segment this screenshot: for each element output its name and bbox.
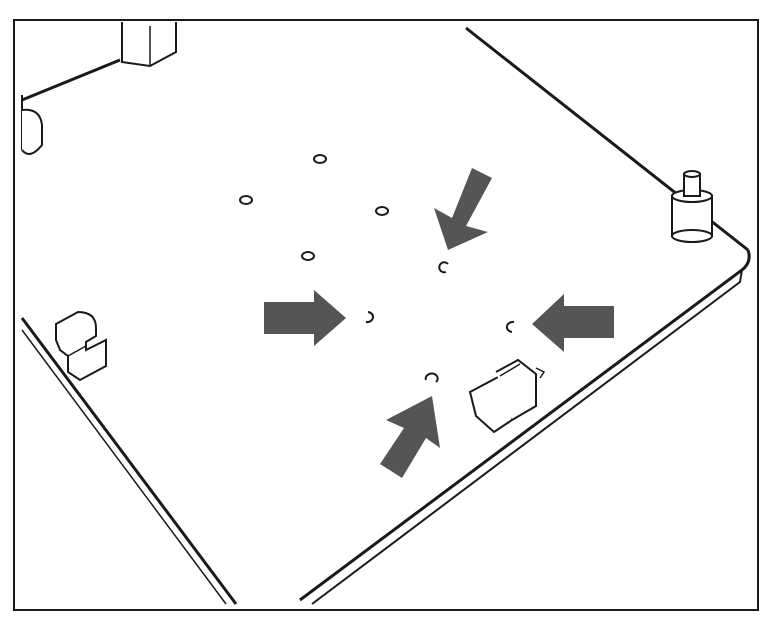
arrow-icon <box>532 294 614 352</box>
mounting-hole <box>375 206 389 216</box>
target-hole <box>424 372 439 383</box>
target-hole <box>365 311 375 324</box>
arrows <box>264 168 614 478</box>
mounting-hole <box>313 154 327 164</box>
circuit-board <box>20 26 751 605</box>
board-left-edge <box>20 317 238 605</box>
mounting-holes <box>239 154 389 261</box>
target-hole <box>438 261 449 274</box>
standoff-post-icon <box>671 170 713 243</box>
connector-icon <box>468 358 546 434</box>
target-holes <box>365 261 515 383</box>
arrow-icon <box>264 290 346 346</box>
mounting-hole <box>239 195 253 205</box>
mounting-hole <box>301 251 315 261</box>
chassis-top-left <box>21 22 177 155</box>
frame-border <box>13 19 759 611</box>
target-hole <box>505 320 515 333</box>
arrow-icon <box>380 396 440 478</box>
board-front-edge <box>299 249 751 602</box>
clip-icon <box>55 310 107 382</box>
arrow-icon <box>434 168 492 250</box>
